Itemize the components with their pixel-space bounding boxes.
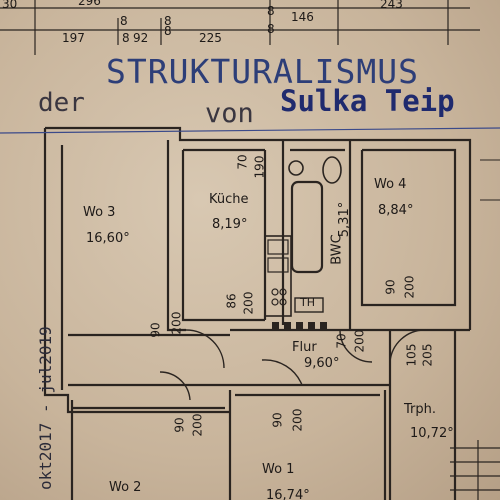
title-author: Sulka Teip (280, 84, 455, 118)
room-wo1-name: Wo 1 (262, 462, 295, 477)
door-label-90d: 90 (148, 322, 163, 338)
title-prefix: der (38, 88, 85, 118)
room-bwc-area: 5,31° (337, 201, 353, 238)
door-label-90a: 90 (383, 279, 398, 295)
door-label-200f: 200 (169, 311, 184, 335)
door-label-90c: 90 (270, 412, 285, 428)
door-label-70b: 70 (334, 333, 349, 349)
room-trph-name: Trph. (404, 402, 436, 417)
door-label-200c: 200 (352, 329, 367, 353)
date-range: okt2017 - jul2019 (36, 326, 55, 490)
room-wo4-name: Wo 4 (374, 177, 407, 192)
dim-146: 146 (291, 10, 314, 24)
title-main: STRUKTURALISMUS (106, 52, 420, 91)
door-label-105: 105 (404, 343, 419, 367)
room-wo3-name: Wo 3 (83, 205, 116, 220)
room-wo3-area: 16,60° (86, 231, 130, 246)
dim-8-c: 8 (267, 4, 275, 18)
dim-296: 296 (78, 0, 101, 8)
door-label-86: 86 (224, 293, 239, 309)
door-label-200e: 200 (290, 408, 305, 432)
door-label-200d: 200 (190, 413, 205, 437)
dim-8-e: 8 (164, 24, 172, 38)
room-bwc-name: BWC (329, 234, 345, 265)
dim-92: 92 (133, 31, 149, 45)
room-kueche-area: 8,19° (212, 217, 248, 232)
door-label-70a: 70 (235, 154, 250, 170)
dim-8-d: 8 (122, 31, 130, 45)
dim-8-a: 8 (120, 14, 128, 28)
dim-30: 30 (2, 0, 18, 11)
room-wo1-area: 16,74° (266, 488, 310, 500)
door-label-190: 190 (252, 155, 267, 179)
title-by: von (205, 98, 254, 129)
room-flur-area: 9,60° (304, 356, 340, 371)
room-wo4-area: 8,84° (378, 203, 414, 218)
door-label-200a: 200 (241, 291, 256, 315)
door-label-200b: 200 (402, 275, 417, 299)
dim-8-b: 8 (164, 14, 172, 28)
dim-225: 225 (199, 31, 222, 45)
dim-243: 243 (380, 0, 403, 11)
door-label-205: 205 (420, 343, 435, 367)
stove-label: TH (300, 296, 315, 309)
dim-8-f: 8 (267, 22, 275, 36)
door-label-90b: 90 (172, 417, 187, 433)
room-kueche-name: Küche (209, 192, 249, 207)
room-trph-area: 10,72° (410, 426, 454, 441)
room-flur-name: Flur (292, 340, 317, 355)
dim-197: 197 (62, 31, 85, 45)
room-wo2-name: Wo 2 (109, 480, 142, 495)
